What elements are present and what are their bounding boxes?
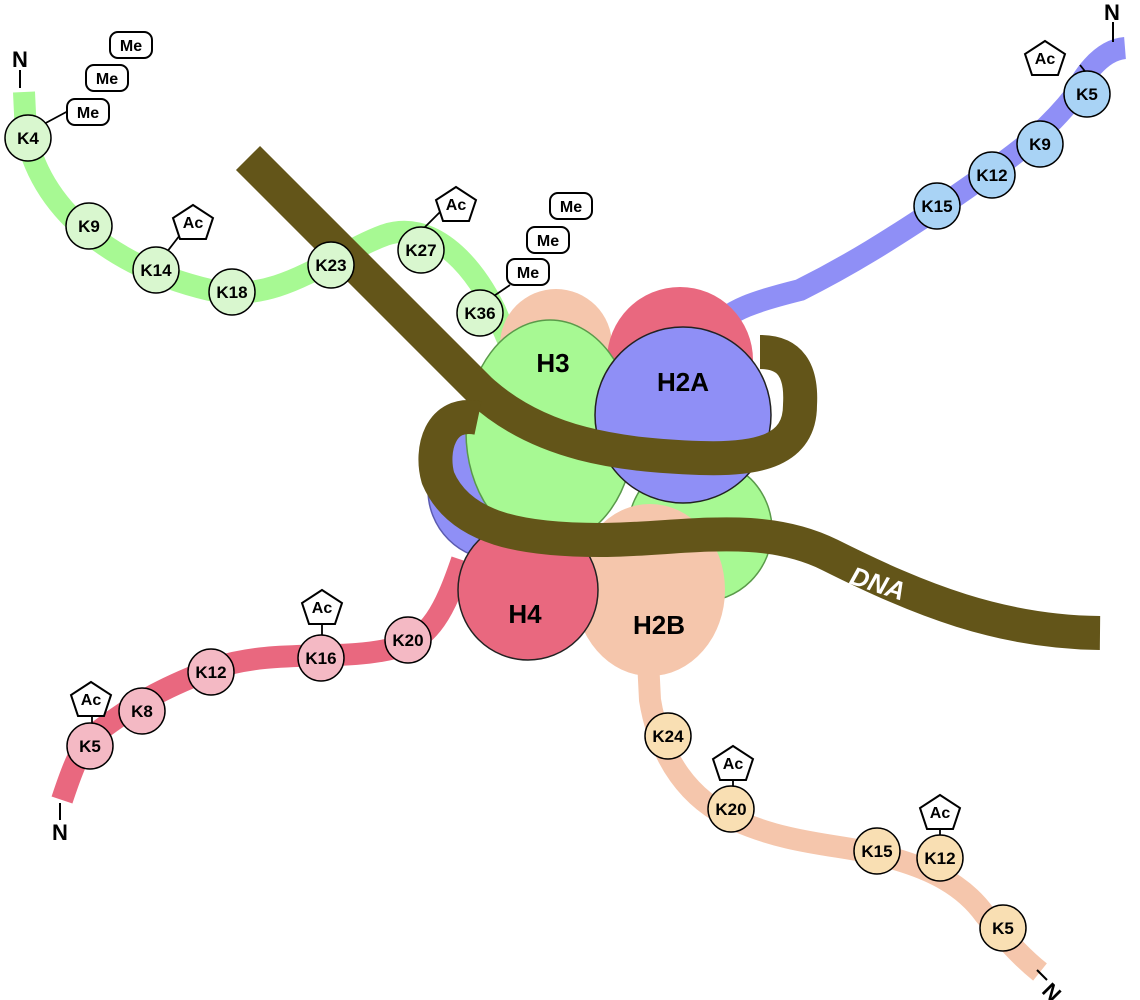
- svg-text:Ac: Ac: [1035, 51, 1056, 68]
- svg-text:K27: K27: [405, 241, 436, 260]
- svg-text:K20: K20: [392, 631, 423, 650]
- svg-text:Ac: Ac: [446, 197, 467, 214]
- svg-text:K18: K18: [216, 283, 247, 302]
- svg-text:K12: K12: [195, 663, 226, 682]
- svg-text:N: N: [1037, 978, 1066, 1000]
- h4-site-k12: K12: [187, 648, 235, 696]
- svg-text:K5: K5: [79, 737, 101, 756]
- svg-text:Ac: Ac: [312, 600, 333, 617]
- h4-site-k8: K8: [118, 687, 166, 735]
- svg-text:Me: Me: [96, 71, 118, 88]
- h3-site-k14: K14: [132, 246, 180, 294]
- h3-k36-methyl-2: Me: [526, 226, 570, 254]
- svg-text:K5: K5: [992, 919, 1014, 938]
- h2b-k20-acetyl: Ac: [711, 744, 755, 781]
- h3-k4-methyl-3: Me: [109, 31, 153, 59]
- h3-site-k27: K27: [397, 226, 445, 274]
- h2a-label: H2A: [657, 367, 709, 397]
- h2a-site-k15: K15: [913, 182, 961, 230]
- h4-site-k5: K5: [66, 722, 114, 770]
- h2a-site-k12: K12: [968, 151, 1016, 199]
- h2a-n-terminus: N: [1104, 0, 1120, 42]
- h2b-label: H2B: [633, 610, 685, 640]
- h3-k4-methyl-2: Me: [85, 64, 129, 92]
- h3-k27-acetyl: Ac: [434, 185, 478, 222]
- svg-text:Ac: Ac: [930, 805, 951, 822]
- svg-text:K12: K12: [976, 166, 1007, 185]
- svg-text:K4: K4: [17, 129, 39, 148]
- dna-label: DNA: [846, 560, 909, 606]
- h4-tail: [51, 556, 473, 804]
- h3-site-k18: K18: [208, 268, 256, 316]
- h3-label: H3: [536, 348, 569, 378]
- svg-text:K8: K8: [131, 702, 153, 721]
- h3-k14-acetyl: Ac: [171, 203, 215, 240]
- svg-text:K15: K15: [921, 197, 952, 216]
- h3-site-k4: K4: [4, 114, 52, 162]
- h2a-site-k9: K9: [1016, 120, 1064, 168]
- svg-text:K9: K9: [1029, 135, 1051, 154]
- dna-strand-front: [418, 400, 1101, 650]
- h2b-site-k15: K15: [853, 827, 901, 875]
- svg-text:Me: Me: [120, 38, 142, 55]
- svg-text:K14: K14: [140, 261, 172, 280]
- svg-text:N: N: [52, 820, 68, 845]
- h4-k5-acetyl: Ac: [69, 680, 113, 717]
- h3-site-k9: K9: [65, 202, 113, 250]
- h2b-site-k24: K24: [644, 712, 692, 760]
- h2b-k12-acetyl: Ac: [918, 793, 962, 830]
- svg-text:K9: K9: [78, 217, 100, 236]
- h3-k4-methyl-1: Me: [66, 98, 110, 126]
- h2b-site-k12: K12: [916, 834, 964, 882]
- h2a-core: [594, 326, 772, 504]
- h3-n-terminus: N: [12, 47, 28, 88]
- svg-text:Me: Me: [537, 233, 559, 250]
- h2b-site-k20: K20: [707, 785, 755, 833]
- svg-text:N: N: [12, 47, 28, 72]
- dna-strand: [235, 145, 818, 476]
- h4-n-terminus: N: [52, 803, 68, 845]
- svg-text:Me: Me: [560, 199, 582, 216]
- h4-k16-acetyl: Ac: [300, 588, 344, 625]
- h4-label: H4: [508, 599, 542, 629]
- h3-k36-methyl-3: Me: [549, 192, 593, 220]
- h4-site-k16: K16: [297, 634, 345, 682]
- h4-site-k20: K20: [384, 616, 432, 664]
- h3-k36-methyl-1: Me: [506, 258, 550, 286]
- svg-text:K36: K36: [464, 304, 495, 323]
- svg-text:K16: K16: [305, 649, 336, 668]
- svg-text:Ac: Ac: [723, 756, 744, 773]
- svg-text:Me: Me: [77, 105, 99, 122]
- svg-text:Me: Me: [517, 265, 539, 282]
- svg-text:N: N: [1104, 0, 1120, 25]
- svg-text:K23: K23: [315, 256, 346, 275]
- svg-text:K15: K15: [861, 842, 892, 861]
- h2a-site-k5: K5: [1063, 70, 1111, 118]
- h2a-k5-acetyl: Ac: [1023, 39, 1067, 76]
- svg-text:K20: K20: [715, 800, 746, 819]
- svg-text:K5: K5: [1076, 85, 1098, 104]
- svg-text:Ac: Ac: [183, 215, 204, 232]
- h3-site-k23: K23: [307, 241, 355, 289]
- h2b-site-k5: K5: [979, 904, 1027, 952]
- h3-site-k36: K36: [456, 289, 504, 337]
- svg-text:K24: K24: [652, 727, 684, 746]
- h2b-n-terminus: N: [1036, 969, 1066, 1000]
- svg-text:K12: K12: [924, 849, 955, 868]
- svg-text:Ac: Ac: [81, 692, 102, 709]
